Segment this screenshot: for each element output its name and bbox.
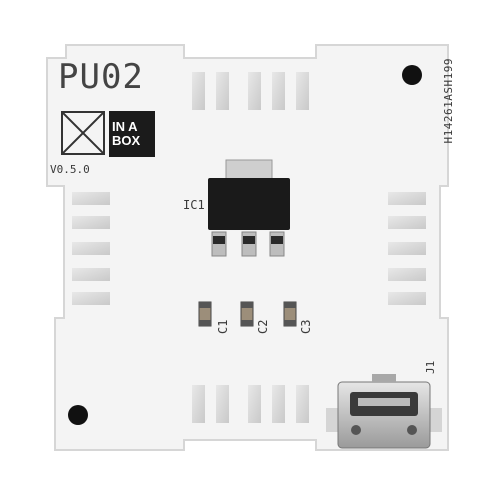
j1-label: J1 (424, 360, 437, 374)
board-version: V0.5.0 (50, 163, 90, 176)
xinabox-logo: IN A BOX (61, 111, 155, 157)
c2-label: C2 (256, 319, 270, 334)
ic1-label: IC1 (183, 198, 205, 212)
board-serial: H14261ASH199 (442, 58, 455, 144)
capacitor-c2 (240, 301, 254, 327)
top-edge-pads (192, 72, 309, 110)
logo-text: IN A BOX (109, 111, 155, 157)
right-edge-pads (388, 192, 426, 305)
bottom-edge-pads (192, 385, 309, 423)
logo-line-2: BOX (112, 133, 141, 148)
left-edge-pads (72, 192, 110, 305)
mounting-hole-top-right (402, 65, 422, 85)
c1-label: C1 (216, 319, 230, 334)
ic1-regulator-chip (208, 159, 290, 257)
capacitor-c1 (198, 301, 212, 327)
board-title: PU02 (58, 57, 144, 97)
logo-line-1: IN A (112, 119, 138, 135)
capacitor-c3 (283, 301, 297, 327)
mounting-hole-bottom-left (68, 405, 88, 425)
micro-usb-connector (326, 374, 442, 449)
c3-label: C3 (299, 319, 313, 334)
x-box-logo-icon (61, 111, 105, 155)
